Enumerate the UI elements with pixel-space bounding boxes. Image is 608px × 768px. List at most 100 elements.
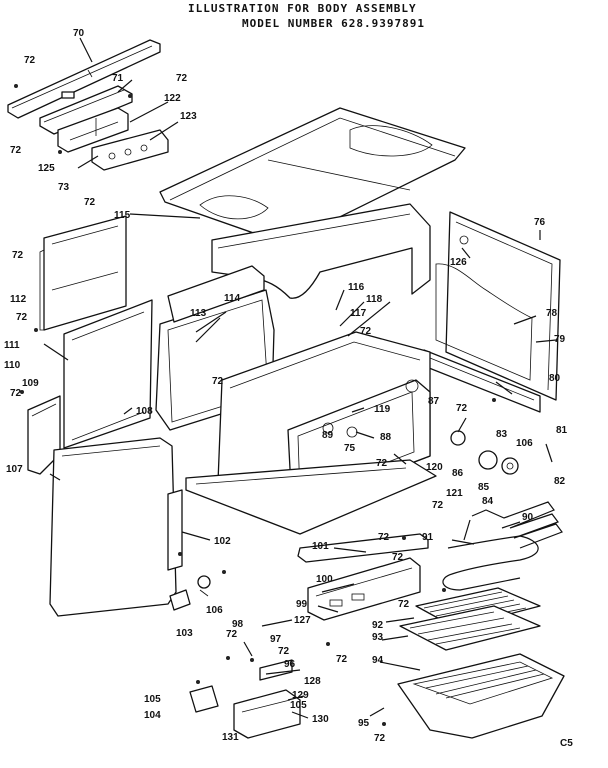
leader-lines	[43, 37, 557, 719]
part-label-81: 81	[556, 425, 568, 436]
part-label-90: 90	[522, 512, 534, 523]
part-label-120: 120	[426, 462, 443, 473]
part-label-105: 105	[290, 700, 307, 711]
part-label-70: 70	[73, 28, 85, 39]
oven-bottom-frame	[185, 459, 437, 535]
part-label-91: 91	[422, 532, 434, 543]
diagram-title-line2: MODEL NUMBER 628.9397891	[242, 17, 425, 30]
part-label-100: 100	[316, 574, 333, 585]
part-label-72: 72	[392, 552, 404, 563]
diagram-title-line1: ILLUSTRATION FOR BODY ASSEMBLY	[188, 2, 417, 15]
fastener-dots	[14, 84, 496, 726]
part-label-72: 72	[456, 403, 468, 414]
part-label-110: 110	[4, 360, 21, 371]
lower-rail-101	[297, 533, 429, 563]
part-label-72: 72	[84, 197, 96, 208]
vent-duct-122	[57, 107, 129, 153]
part-label-93: 93	[372, 632, 384, 643]
part-label-98: 98	[232, 619, 244, 630]
part-label-103: 103	[176, 628, 193, 639]
part-label-121: 121	[446, 488, 463, 499]
part-label-131: 131	[222, 732, 239, 743]
part-label-80: 80	[549, 373, 561, 384]
part-label-75: 75	[344, 443, 356, 454]
part-label-117: 117	[350, 308, 367, 319]
broiler-pan-94	[397, 653, 565, 739]
part-label-71: 71	[112, 73, 124, 84]
front-frame-102	[49, 437, 183, 617]
hinge-bracket-71	[39, 85, 133, 135]
page-code: C5	[560, 738, 573, 749]
top-rear-rail	[7, 39, 161, 119]
side-bracket-109	[27, 395, 61, 475]
part-label-76: 76	[534, 217, 546, 228]
part-label-129: 129	[292, 690, 309, 701]
part-label-72: 72	[374, 733, 386, 744]
part-label-113: 113	[190, 308, 207, 319]
bracket-104	[189, 685, 219, 713]
part-label-73: 73	[58, 182, 70, 193]
clip-128	[259, 659, 293, 681]
part-label-95: 95	[358, 718, 370, 729]
part-label-94: 94	[372, 655, 384, 666]
part-label-78: 78	[546, 308, 558, 319]
screw-127	[261, 619, 293, 627]
part-label-72: 72	[10, 388, 22, 399]
part-label-72: 72	[226, 629, 238, 640]
part-label-105: 105	[144, 694, 161, 705]
bake-element-90	[463, 501, 563, 549]
part-label-92: 92	[372, 620, 384, 631]
part-label-72: 72	[378, 532, 390, 543]
part-label-96: 96	[284, 659, 296, 670]
part-label-85: 85	[478, 482, 490, 493]
hinge-106	[197, 575, 211, 597]
side-panel-upper-112	[39, 215, 127, 331]
part-label-112: 112	[10, 294, 27, 305]
part-label-72: 72	[398, 599, 410, 610]
part-label-127: 127	[294, 615, 311, 626]
terminal-block-100	[307, 557, 421, 621]
part-label-109: 109	[22, 378, 39, 389]
part-label-72: 72	[24, 55, 36, 66]
cooktop-panel-115	[159, 107, 466, 245]
part-label-72: 72	[376, 458, 388, 469]
part-label-72: 72	[16, 312, 28, 323]
bracket-123	[91, 129, 169, 171]
part-label-116: 116	[348, 282, 365, 293]
part-label-115: 115	[114, 210, 131, 221]
part-label-101: 101	[312, 541, 329, 552]
part-label-111: 111	[4, 340, 20, 351]
part-label-72: 72	[12, 250, 24, 261]
screw-81	[545, 443, 553, 463]
part-label-89: 89	[322, 430, 334, 441]
part-label-79: 79	[554, 334, 566, 345]
part-label-126: 126	[450, 257, 467, 268]
part-label-128: 128	[304, 676, 321, 687]
part-label-122: 122	[164, 93, 181, 104]
knob-82	[501, 457, 519, 475]
part-label-123: 123	[180, 111, 197, 122]
knob-84	[478, 450, 498, 470]
part-label-114: 114	[224, 293, 241, 304]
part-label-86: 86	[452, 468, 464, 479]
bracket-129	[233, 689, 301, 739]
part-label-72: 72	[360, 326, 372, 337]
part-label-72: 72	[432, 500, 444, 511]
side-panel-110	[63, 299, 153, 449]
bracket-103	[169, 589, 191, 611]
part-label-72: 72	[336, 654, 348, 665]
part-label-82: 82	[554, 476, 566, 487]
part-label-88: 88	[380, 432, 392, 443]
part-label-125: 125	[38, 163, 55, 174]
part-label-84: 84	[482, 496, 494, 507]
part-label-108: 108	[136, 406, 153, 417]
part-label-99: 99	[296, 599, 308, 610]
part-label-72: 72	[176, 73, 188, 84]
part-label-118: 118	[366, 294, 383, 305]
part-label-87: 87	[428, 396, 440, 407]
part-label-119: 119	[374, 404, 391, 415]
part-label-107: 107	[6, 464, 23, 475]
part-label-102: 102	[214, 536, 231, 547]
